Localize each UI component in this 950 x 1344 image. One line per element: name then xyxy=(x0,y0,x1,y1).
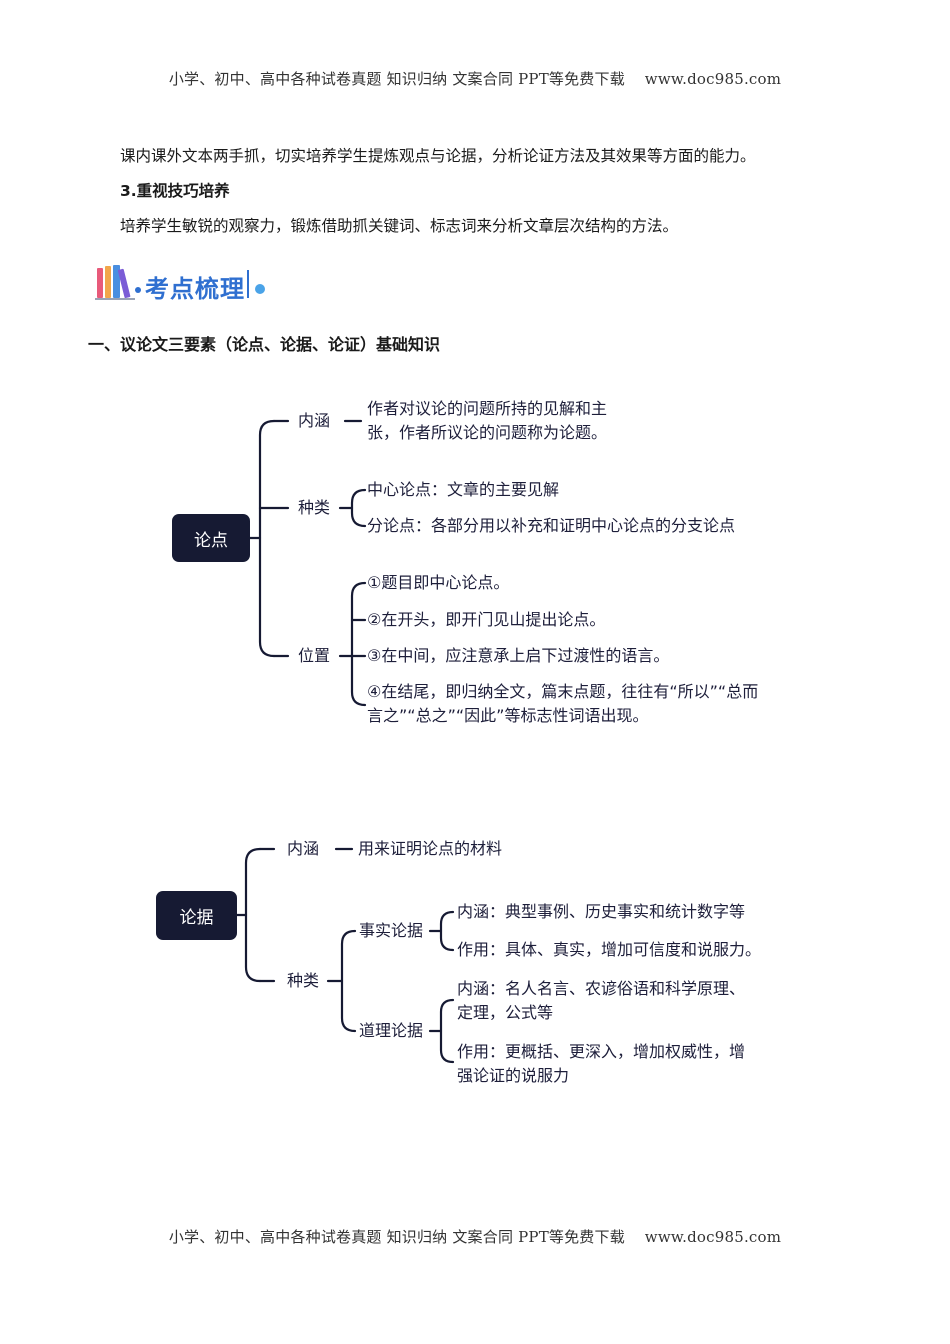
mindmap1-weizhi-item2: ②在开头，即开门见山提出论点。 xyxy=(367,610,606,629)
mindmap2-daoli-item1-line2: 定理，公式等 xyxy=(457,1003,554,1022)
mindmap2-root: 论据 xyxy=(156,891,237,940)
mindmap2-daoli-item2-line1: 作用：更概括、更深入，增加权威性，增 xyxy=(457,1042,746,1061)
heading-3: 3.重视技巧培养 xyxy=(120,182,230,200)
mindmap2-shishi-item2: 作用：具体、真实，增加可信度和说服力。 xyxy=(457,940,762,959)
banner-bar xyxy=(247,270,249,298)
mindmap1-weizhi-item4-line1: ④在结尾，即归纳全文，篇末点题，往往有“所以”“总而 xyxy=(367,682,759,701)
mindmap2-daoli-item2-line2: 强论证的说服力 xyxy=(457,1066,570,1085)
mindmap1-zhonglei-label: 种类 xyxy=(298,498,331,517)
mindmap2-daoli-item1-line1: 内涵：名人名言、农谚俗语和科学原理、 xyxy=(457,979,746,998)
paragraph-2: 培养学生敏锐的观察力，锻炼借助抓关键词、标志词来分析文章层次结构的方法。 xyxy=(120,217,679,235)
mindmap2-daoli-label: 道理论据 xyxy=(359,1021,424,1040)
mindmap1-weizhi-label: 位置 xyxy=(298,646,331,665)
mindmap1-zhonglei-item1: 中心论点：文章的主要见解 xyxy=(367,480,560,499)
paragraph-1: 课内课外文本两手抓，切实培养学生提炼观点与论据，分析论证方法及其效果等方面的能力… xyxy=(120,147,756,165)
mindmap1-weizhi-item3: ③在中间，应注意承上启下过渡性的语言。 xyxy=(367,646,670,665)
mindmap1-root: 论点 xyxy=(172,514,250,562)
mindmap1-neihan-line2: 张，作者所议论的问题称为论题。 xyxy=(367,423,608,442)
mindmap1-neihan-label: 内涵 xyxy=(298,411,331,430)
mindmap2-neihan-label: 内涵 xyxy=(287,839,320,858)
banner: 考点梳理 xyxy=(95,262,275,304)
banner-end-dot xyxy=(255,284,265,294)
banner-dot xyxy=(135,287,141,293)
mindmap1-weizhi-item1: ①题目即中心论点。 xyxy=(367,573,510,592)
page-footer: 小学、初中、高中各种试卷真题 知识归纳 文案合同 PPT等免费下载 www.do… xyxy=(168,1228,782,1246)
mindmap1-weizhi-item4-line2: 言之”“总之”“因此”等标志性词语出现。 xyxy=(367,706,649,725)
section-title: 一、议论文三要素（论点、论据、论证）基础知识 xyxy=(88,335,441,354)
mindmap1-zhonglei-item2: 分论点：各部分用以补充和证明中心论点的分支论点 xyxy=(367,516,736,535)
page-header: 小学、初中、高中各种试卷真题 知识归纳 文案合同 PPT等免费下载 www.do… xyxy=(168,70,782,88)
mindmap1-neihan-line1: 作者对议论的问题所持的见解和主 xyxy=(367,399,608,418)
books-icon xyxy=(95,265,135,300)
mindmap2-neihan-text: 用来证明论点的材料 xyxy=(358,839,503,858)
mindmap2-zhonglei-label: 种类 xyxy=(287,971,320,990)
banner-label: 考点梳理 xyxy=(145,275,245,303)
mindmap2-shishi-label: 事实论据 xyxy=(359,921,424,940)
mindmap2-shishi-item1: 内涵：典型事例、历史事实和统计数字等 xyxy=(457,902,746,921)
